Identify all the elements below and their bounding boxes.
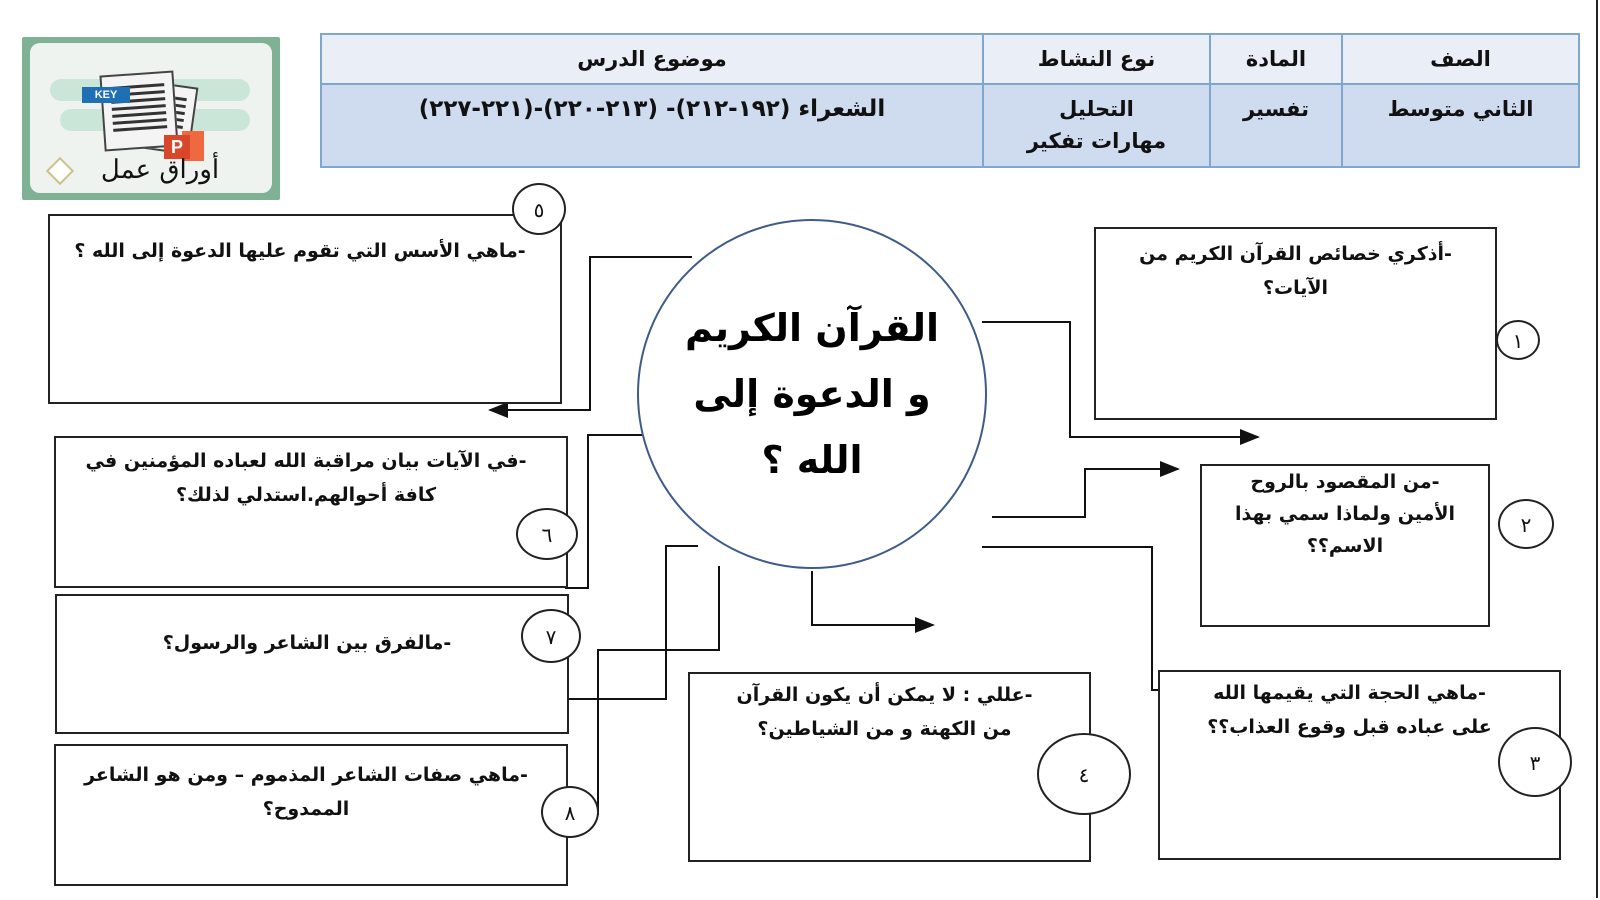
question-box-8[interactable]: -ماهي صفات الشاعر المذموم – ومن هو الشاع…: [54, 744, 568, 886]
question-text: -من المقصود بالروح الأمين ولماذا سمي بهذ…: [1234, 471, 1455, 557]
question-text: -ماهي الأسس التي تقوم عليها الدعوة إلى ا…: [74, 240, 526, 262]
question-box-3[interactable]: -ماهي الحجة التي يقيمها الله على عباده ق…: [1158, 670, 1561, 860]
question-text: -أذكري خصائص القرآن الكريم من الآيات؟: [1139, 243, 1452, 299]
activity-value-line2: مهارات تفكير: [1026, 129, 1167, 153]
question-number-5: ٥: [512, 183, 566, 235]
question-box-1[interactable]: -أذكري خصائص القرآن الكريم من الآيات؟: [1094, 227, 1497, 420]
header-grade-label: الصف: [1341, 33, 1580, 85]
question-number-7: ٧: [521, 609, 581, 663]
question-box-7[interactable]: -مالفرق بين الشاعر والرسول؟: [55, 594, 569, 734]
center-line-2: و الدعوة إلى: [693, 372, 931, 416]
worksheets-logo: KEY P أوراق عمل: [22, 37, 280, 200]
question-number-8: ٨: [541, 786, 599, 838]
center-line-1: القرآن الكريم: [684, 306, 940, 350]
question-number-2: ٢: [1498, 499, 1554, 549]
key-file-icon: KEY: [82, 87, 130, 103]
question-text: -ماهي الحجة التي يقيمها الله على عباده ق…: [1207, 682, 1492, 738]
question-number-6: ٦: [516, 508, 578, 560]
question-number-1: ١: [1496, 320, 1540, 360]
question-text: -عللي : لا يمكن أن يكون القرآن من الكهنة…: [736, 684, 1033, 740]
question-text: -مالفرق بين الشاعر والرسول؟: [162, 632, 452, 654]
subject-value: تفسير: [1209, 83, 1343, 168]
question-box-4[interactable]: -عللي : لا يمكن أن يكون القرآن من الكهنة…: [688, 672, 1091, 862]
question-box-6[interactable]: -في الآيات بيان مراقبة الله لعباده المؤم…: [54, 436, 568, 588]
activity-value: التحليل مهارات تفكير: [982, 83, 1211, 168]
logo-panel: KEY P أوراق عمل: [30, 43, 272, 193]
grade-value: الثاني متوسط: [1341, 83, 1580, 168]
question-number-3: ٣: [1498, 727, 1572, 797]
center-line-3: الله ؟: [761, 438, 863, 482]
question-box-5[interactable]: -ماهي الأسس التي تقوم عليها الدعوة إلى ا…: [48, 214, 562, 404]
question-number-4: ٤: [1037, 733, 1131, 815]
question-text: -ماهي صفات الشاعر المذموم – ومن هو الشاع…: [84, 764, 528, 820]
question-box-2[interactable]: -من المقصود بالروح الأمين ولماذا سمي بهذ…: [1200, 464, 1490, 627]
lesson-info-table: الصف المادة نوع النشاط موضوع الدرس الثان…: [320, 33, 1580, 168]
center-topic-circle: القرآن الكريم و الدعوة إلى الله ؟: [637, 219, 987, 569]
header-activity-label: نوع النشاط: [982, 33, 1211, 85]
logo-title: أوراق عمل: [100, 155, 220, 185]
center-topic-text: القرآن الكريم و الدعوة إلى الله ؟: [682, 295, 942, 493]
question-text: -في الآيات بيان مراقبة الله لعباده المؤم…: [85, 450, 527, 506]
header-topic-label: موضوع الدرس: [320, 33, 984, 85]
topic-value: الشعراء (١٩٢-٢١٢)- (٢١٣-٢٢٠)-(٢٢١-٢٢٧): [320, 83, 984, 168]
powerpoint-icon: P: [164, 135, 190, 159]
header-subject-label: المادة: [1209, 33, 1343, 85]
activity-value-line1: التحليل: [1059, 97, 1134, 121]
